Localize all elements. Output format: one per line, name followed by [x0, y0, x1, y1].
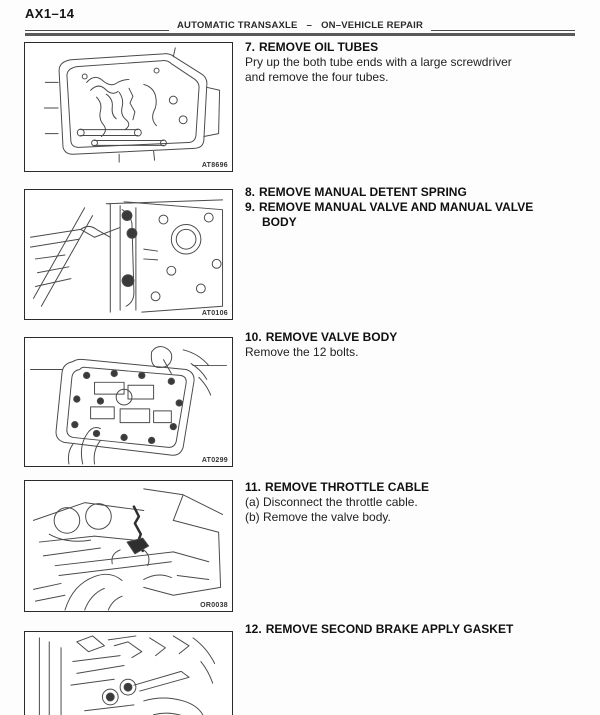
step-number: 7.	[245, 40, 256, 54]
figure-second-brake-apply-gasket-illustration	[38, 635, 216, 715]
header-thick-rule	[25, 33, 575, 36]
step-number: 12.	[245, 622, 262, 636]
header-rule-left	[25, 29, 169, 31]
figure-valve-body: AT0299	[24, 337, 233, 467]
step-title-continuation: BODY	[262, 215, 297, 229]
header-title-right: ON–VEHICLE REPAIR	[321, 20, 424, 31]
step-7-remove-oil-tubes: 7.REMOVE OIL TUBES Pry up the both tube …	[245, 40, 580, 85]
step-10-remove-valve-body: 10.REMOVE VALVE BODY Remove the 12 bolts…	[245, 330, 580, 360]
step-heading: 12.REMOVE SECOND BRAKE APPLY GASKET	[245, 622, 580, 637]
step-number: 10.	[245, 330, 262, 344]
step-heading: 10.REMOVE VALVE BODY	[245, 330, 580, 345]
step-number: 11.	[245, 480, 262, 494]
figure-manual-detent-spring-illustration	[30, 199, 224, 313]
header-rule-right	[431, 29, 576, 31]
figure-throttle-cable: OR0038	[24, 480, 233, 612]
step-title: REMOVE OIL TUBES	[259, 40, 379, 54]
step-title: REMOVE MANUAL VALVE AND MANUAL VALVE	[259, 200, 534, 214]
step-body-line: Pry up the both tube ends with a large s…	[245, 55, 512, 69]
step-heading: 9.REMOVE MANUAL VALVE AND MANUAL VALVE	[245, 200, 580, 215]
figure-oil-tubes: AT8696	[24, 42, 233, 172]
step-body-line: (a) Disconnect the throttle cable.	[245, 495, 418, 509]
step-title: REMOVE VALVE BODY	[265, 330, 398, 344]
step-heading: 8.REMOVE MANUAL DETENT SPRING	[245, 185, 580, 200]
step-12-remove-second-brake-apply-gasket: 12.REMOVE SECOND BRAKE APPLY GASKET	[245, 622, 580, 637]
page-code: AX1–14	[25, 6, 75, 21]
figure-code-label: AT0106	[201, 310, 228, 317]
step-title: REMOVE THROTTLE CABLE	[265, 480, 430, 494]
figure-oil-tubes-illustration	[43, 47, 221, 163]
steps-8-9: 8.REMOVE MANUAL DETENT SPRING 9.REMOVE M…	[245, 185, 580, 230]
figure-code-label: AT8696	[201, 162, 228, 169]
header-title: AUTOMATIC TRANSAXLE – ON–VEHICLE REPAIR	[169, 20, 431, 31]
step-number: 8.	[245, 185, 256, 199]
header-title-left: AUTOMATIC TRANSAXLE	[176, 20, 298, 31]
step-body-line: Remove the 12 bolts.	[245, 345, 359, 359]
header-title-dash: –	[306, 20, 313, 31]
step-title: REMOVE MANUAL DETENT SPRING	[259, 185, 467, 199]
step-11-remove-throttle-cable: 11.REMOVE THROTTLE CABLE (a) Disconnect …	[245, 480, 580, 525]
figure-code-label: AT0299	[201, 457, 228, 464]
step-title: REMOVE SECOND BRAKE APPLY GASKET	[265, 622, 514, 636]
figure-second-brake-apply-gasket	[24, 631, 233, 715]
figure-manual-detent-spring: AT0106	[24, 189, 233, 320]
section-header: AUTOMATIC TRANSAXLE – ON–VEHICLE REPAIR	[25, 19, 576, 31]
step-heading: 11.REMOVE THROTTLE CABLE	[245, 480, 580, 495]
step-number: 9.	[245, 200, 256, 214]
step-heading: 7.REMOVE OIL TUBES	[245, 40, 580, 55]
step-body-line: and remove the four tubes.	[245, 70, 389, 84]
step-body-line: (b) Remove the valve body.	[245, 510, 391, 524]
figure-throttle-cable-illustration	[32, 488, 224, 611]
figure-valve-body-illustration	[30, 346, 227, 465]
figure-code-label: OR0038	[200, 602, 228, 609]
